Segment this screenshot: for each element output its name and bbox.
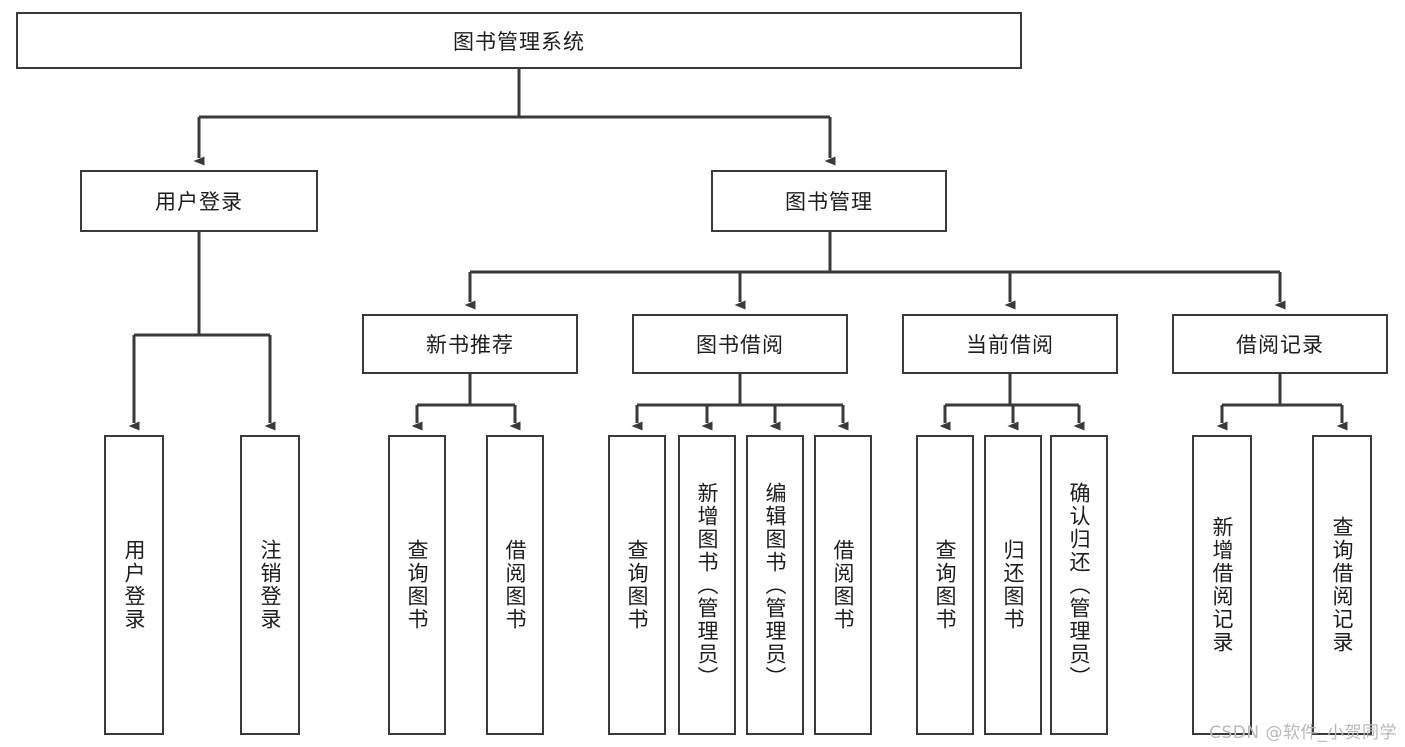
node-leaf-cur-confirm-label: 确认归还（管理员）	[1067, 481, 1092, 689]
csdn-watermark: CSDN @软件_小贺同学	[1209, 723, 1397, 743]
node-current-borrow-label: 当前借阅	[966, 333, 1054, 357]
node-leaf-cur-return-label: 归还图书	[1001, 539, 1026, 631]
node-leaf-user-logout[interactable]: 注销登录	[240, 435, 300, 735]
node-leaf-user-logout-label: 注销登录	[258, 539, 283, 631]
node-borrow-record[interactable]: 借阅记录	[1172, 314, 1388, 374]
node-root-label: 图书管理系统	[453, 29, 585, 54]
node-book-manage-label: 图书管理	[785, 190, 873, 214]
node-leaf-borrow-do-label: 借阅图书	[831, 539, 856, 631]
node-leaf-cur-query[interactable]: 查询图书	[916, 435, 974, 735]
node-leaf-rec-borrow-label: 借阅图书	[503, 539, 528, 631]
node-leaf-borrow-query[interactable]: 查询图书	[608, 435, 666, 735]
node-leaf-borrow-do[interactable]: 借阅图书	[814, 435, 872, 735]
node-root[interactable]: 图书管理系统	[16, 12, 1022, 69]
node-leaf-borrow-edit-label: 编辑图书（管理员）	[763, 481, 788, 689]
node-leaf-user-login[interactable]: 用户登录	[104, 435, 164, 735]
node-user-login-label: 用户登录	[155, 190, 243, 214]
node-leaf-borrow-query-label: 查询图书	[625, 539, 650, 631]
node-leaf-borrow-add[interactable]: 新增图书（管理员）	[678, 435, 736, 735]
node-user-login[interactable]: 用户登录	[80, 170, 318, 232]
node-book-borrow-label: 图书借阅	[696, 333, 784, 357]
node-leaf-borrow-edit[interactable]: 编辑图书（管理员）	[746, 435, 804, 735]
node-leaf-rec-query-label: 查询图书	[405, 539, 430, 631]
node-leaf-rec-borrow[interactable]: 借阅图书	[486, 435, 544, 735]
node-new-book-rec-label: 新书推荐	[426, 333, 514, 357]
node-leaf-record-query[interactable]: 查询借阅记录	[1312, 435, 1372, 735]
node-leaf-record-add[interactable]: 新增借阅记录	[1192, 435, 1252, 735]
node-leaf-user-login-label: 用户登录	[122, 539, 147, 631]
node-leaf-record-add-label: 新增借阅记录	[1210, 516, 1235, 654]
node-borrow-record-label: 借阅记录	[1236, 333, 1324, 357]
node-book-borrow[interactable]: 图书借阅	[632, 314, 848, 374]
node-leaf-borrow-add-label: 新增图书（管理员）	[695, 481, 720, 689]
node-leaf-cur-query-label: 查询图书	[933, 539, 958, 631]
node-leaf-cur-return[interactable]: 归还图书	[984, 435, 1042, 735]
node-book-manage[interactable]: 图书管理	[711, 170, 947, 232]
node-leaf-record-query-label: 查询借阅记录	[1330, 516, 1355, 654]
node-leaf-rec-query[interactable]: 查询图书	[388, 435, 446, 735]
node-leaf-cur-confirm[interactable]: 确认归还（管理员）	[1050, 435, 1108, 735]
node-current-borrow[interactable]: 当前借阅	[902, 314, 1118, 374]
node-new-book-rec[interactable]: 新书推荐	[362, 314, 578, 374]
